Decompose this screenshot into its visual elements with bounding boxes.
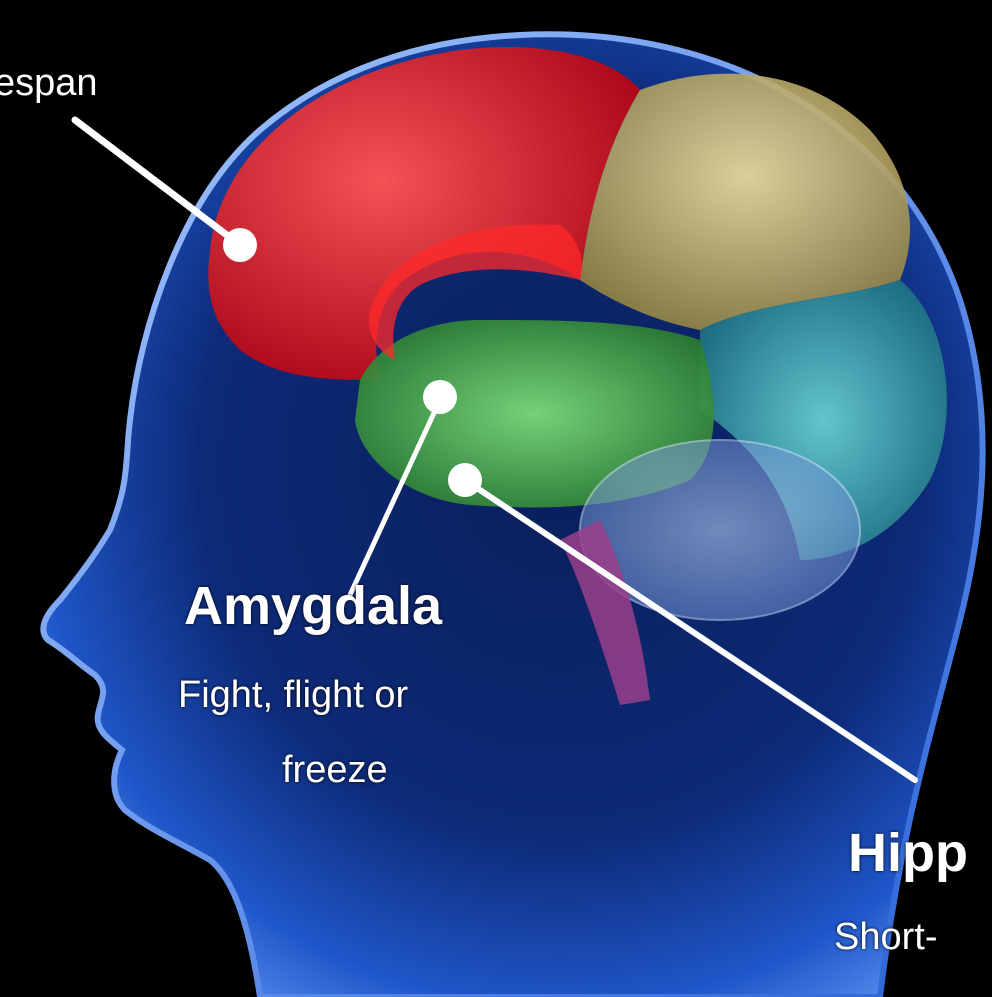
marker-dot-amygdala <box>423 380 457 414</box>
amygdala-desc-line1: Fight, flight or <box>178 670 408 720</box>
marker-dot-cortex <box>223 228 257 262</box>
amygdala-title: Amygdala <box>184 575 442 637</box>
cortex-label-partial: espan <box>0 58 98 108</box>
marker-dot-hippocampus <box>448 463 482 497</box>
hippocampus-title-partial: Hipp <box>848 822 968 884</box>
hippocampus-desc-partial: Short- <box>834 912 937 962</box>
amygdala-desc-line2: freeze <box>282 745 388 795</box>
